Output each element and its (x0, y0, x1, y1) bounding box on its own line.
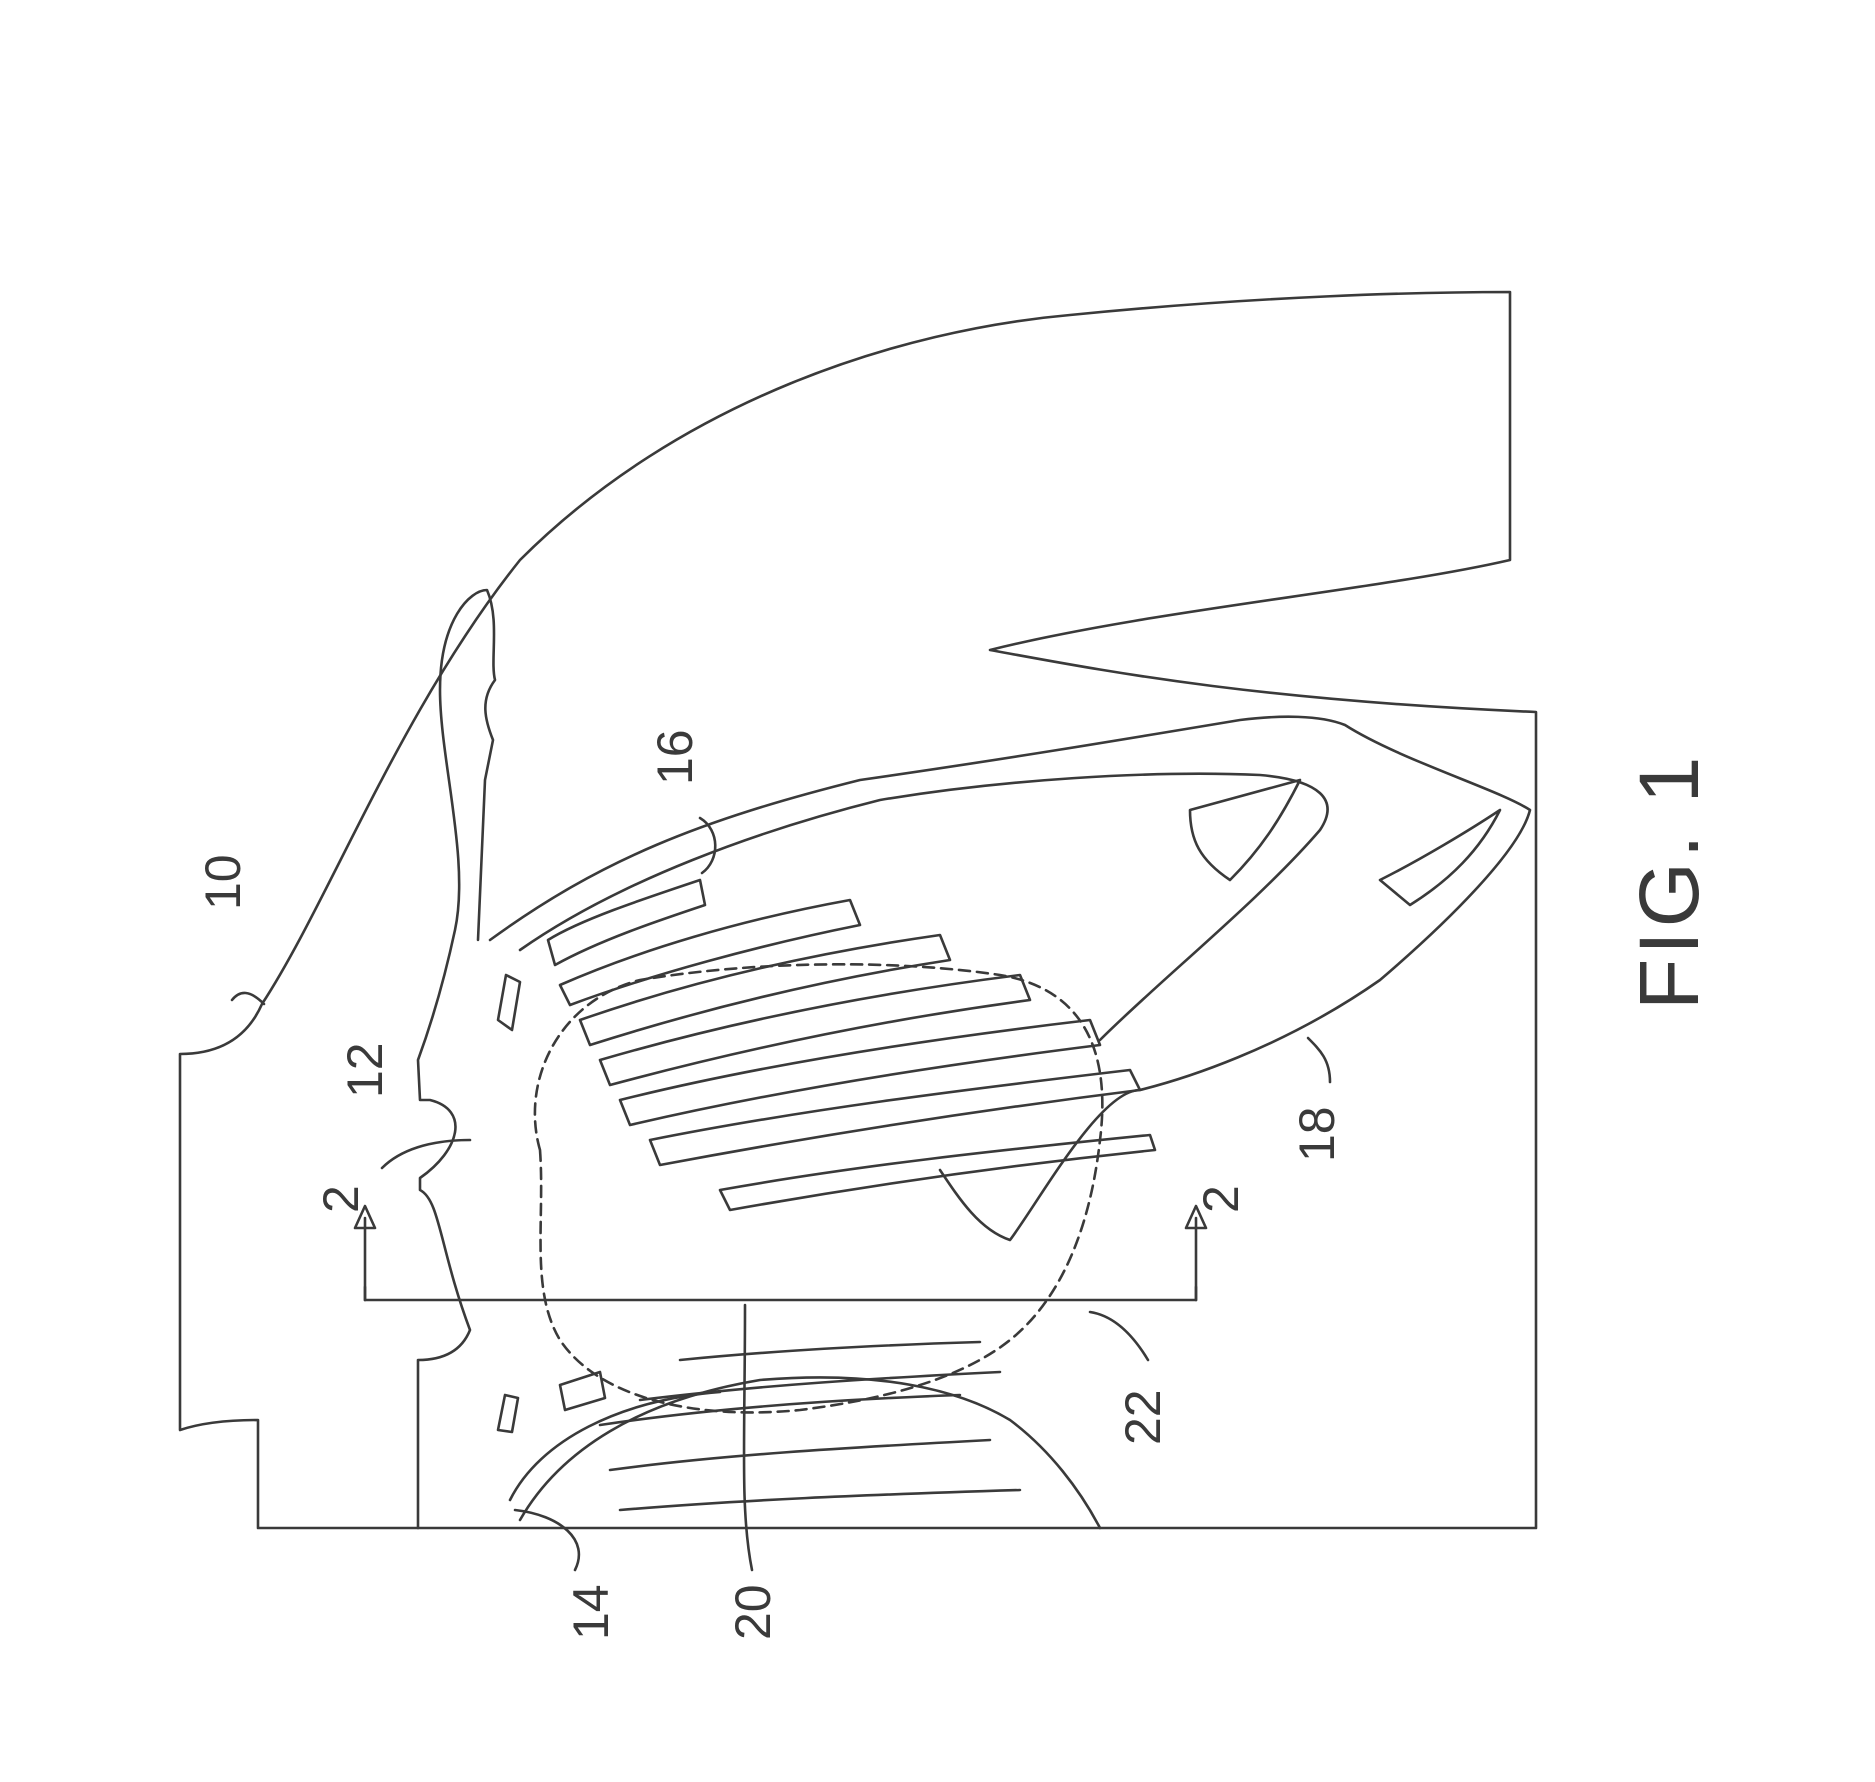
body-outline (180, 292, 1536, 1528)
drawing (180, 292, 1536, 1570)
section-mark-bottom: 2 (1193, 1185, 1249, 1213)
clavicle (498, 975, 520, 1030)
heart-outline (535, 964, 1102, 1412)
clavicle-lower (498, 1395, 518, 1432)
section-mark-top: 2 (313, 1185, 369, 1213)
neck-line (418, 590, 495, 1528)
ref-14: 14 (563, 1584, 619, 1640)
ref-18: 18 (1289, 1106, 1345, 1162)
ribs-lower (560, 1342, 1020, 1510)
reference-numerals: 10 12 14 16 18 20 22 2 2 (195, 729, 1345, 1640)
figure-caption: FIG. 1 (1622, 753, 1716, 1010)
left-lung (520, 1377, 1100, 1528)
section-line (355, 1206, 1206, 1300)
ref-12: 12 (337, 1042, 393, 1098)
leader-lines (232, 818, 1330, 1570)
ref-10: 10 (195, 854, 251, 910)
ref-22: 22 (1115, 1389, 1171, 1445)
ref-16: 16 (647, 729, 703, 785)
ref-20: 20 (725, 1584, 781, 1640)
